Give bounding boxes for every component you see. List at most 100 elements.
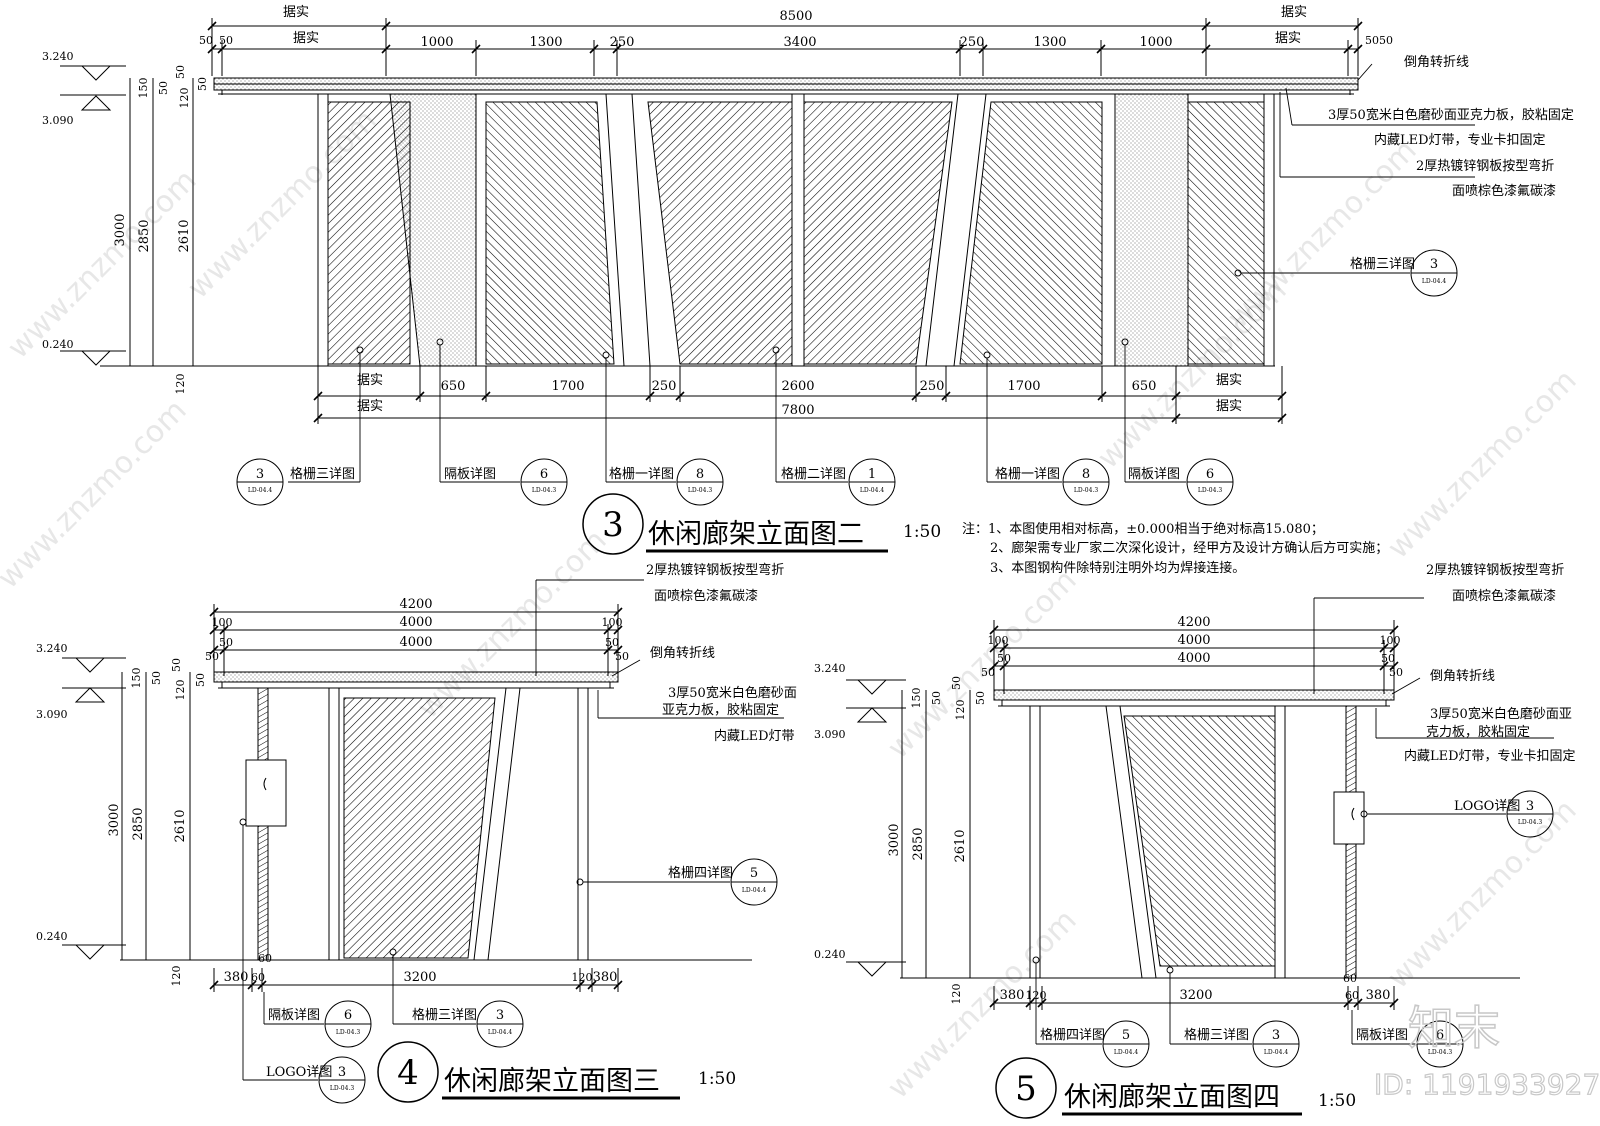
view-scale: 1:50 (903, 522, 941, 542)
dim-value: 120 (1026, 989, 1047, 1002)
elev-top: 3.240 (36, 642, 68, 655)
callout-ref: LD-04.4 (860, 487, 884, 494)
dim-value: 1300 (1033, 35, 1066, 50)
callout-label: 格栅一详图 (995, 466, 1060, 482)
dim-value: 120 (170, 966, 183, 987)
callout-label: 格栅三详图 (412, 1007, 477, 1023)
dim-value: 1700 (551, 379, 584, 394)
dim-value: 50 (174, 65, 187, 79)
view5-labels: 4200 100 4000 100 50 50 4000 50 50 3.240… (814, 562, 1576, 1113)
callout-num: 6 (344, 1008, 352, 1023)
dim-value: 150 (130, 668, 143, 689)
dim-value: 100 (212, 616, 233, 629)
dim-value: 120 (174, 680, 187, 701)
callout-ref: LD-04.4 (488, 1029, 512, 1036)
dim-total: 7800 (781, 403, 814, 418)
view-scale: 1:50 (698, 1069, 736, 1089)
elev-base: 0.240 (36, 930, 68, 943)
dim-value: 60 (1343, 972, 1357, 985)
view-number: 4 (397, 1053, 419, 1093)
watermark-text: www.znzmo.com (1, 163, 204, 366)
dim-value: 50 (1389, 666, 1403, 679)
dim-value: 2610 (173, 809, 188, 842)
callout-label: 格栅四详图 (668, 865, 733, 881)
dim-value: 4000 (1177, 633, 1210, 648)
annotation: 2厚热镀锌钢板按型弯折 (1416, 158, 1554, 174)
callout-num: 5 (1122, 1028, 1130, 1043)
brand-logo-text: 知末 (1408, 1001, 1500, 1055)
elev-mid: 3.090 (814, 728, 846, 741)
callout-label: 格栅三详图 (1350, 256, 1415, 272)
dim-value: 3200 (1179, 988, 1212, 1003)
dim-value: 60 (258, 952, 272, 965)
dim-value: 2850 (911, 827, 926, 860)
callout-num: 8 (696, 467, 704, 482)
dim-value: 50 (1365, 34, 1379, 47)
brand-watermark: 知末 ID: 1191933927 (1373, 1000, 1600, 1101)
dim-value: 50 (974, 691, 987, 705)
callout-num: 6 (1206, 467, 1214, 482)
callout-ref: LD-04.4 (248, 487, 272, 494)
elev-top: 3.240 (42, 50, 74, 63)
dim-value: 100 (602, 616, 623, 629)
annotation: 倒角转折线 (1430, 669, 1495, 684)
dim-value: 2610 (953, 829, 968, 862)
callout-label: LOGO详图 (1454, 799, 1520, 814)
dim-value: 50 (1381, 652, 1395, 665)
dim-value: 50 (199, 34, 213, 47)
dim-value: 3200 (403, 970, 436, 985)
annotation: 亚克力板，胶粘固定 (662, 702, 779, 718)
dim-value: 50 (950, 676, 963, 690)
dim-value: 4000 (399, 635, 432, 650)
annotation: 倒角转折线 (1404, 55, 1469, 70)
dim-value: 1000 (420, 35, 453, 50)
elev-base: 0.240 (42, 338, 74, 351)
callout-label: 隔板详图 (1356, 1028, 1408, 1043)
dim-value: 250 (920, 379, 945, 394)
annotation: 克力板，胶粘固定 (1426, 724, 1530, 740)
dim-label: 据实 (1216, 399, 1242, 414)
callout-num: 3 (338, 1065, 346, 1080)
dim-value: 4000 (1177, 651, 1210, 666)
callout-num: 5 (750, 866, 758, 881)
annotation: 2厚热镀锌钢板按型弯折 (646, 562, 784, 578)
view-scale: 1:50 (1318, 1091, 1356, 1111)
dim-value: 3000 (107, 803, 122, 836)
watermark-text: www.znzmo.com (411, 523, 614, 726)
note-line: 3、本图钢构件除特别注明外均为焊接连接。 (990, 560, 1245, 576)
view4-labels: 4200 100 4000 100 50 50 4000 50 50 3.240… (36, 562, 797, 1097)
dim-value: 60 (251, 971, 265, 984)
callout-ref: LD-04.3 (336, 1029, 360, 1036)
dim-value: 2610 (177, 219, 192, 252)
dim-value: 150 (137, 78, 150, 99)
callout-label: 格栅三详图 (290, 466, 355, 482)
dim-value: 50 (196, 77, 209, 91)
dim-value: 380 (1366, 988, 1391, 1003)
annotation: 2厚热镀锌钢板按型弯折 (1426, 562, 1564, 578)
dim-value: 380 (1000, 988, 1025, 1003)
annotation: 3厚50宽米白色磨砂面亚克力板，胶粘固定 (1328, 107, 1574, 123)
callout-ref: LD-04.3 (1198, 487, 1222, 494)
dim-value: 50 (605, 636, 619, 649)
general-notes: 注：1、本图使用相对标高，±0.000相当于绝对标高15.080； 2、廊架需专… (962, 521, 1388, 576)
callout-ref: LD-04.3 (532, 487, 556, 494)
view3-labels: 据实 8500 据实 50 50 据实 1000 1300 250 3400 2… (42, 5, 1574, 550)
dim-value: 2850 (137, 219, 152, 252)
note-line: 注：1、本图使用相对标高，±0.000相当于绝对标高15.080； (962, 521, 1324, 537)
dim-value: 380 (224, 970, 249, 985)
dim-label: 据实 (1275, 31, 1301, 46)
watermark-text: www.znzmo.com (1381, 793, 1584, 996)
callout-ref: LD-04.3 (1428, 1049, 1452, 1056)
dim-value: 1000 (1139, 35, 1172, 50)
callout-num: 3 (1526, 799, 1534, 814)
id-label: ID: 1191933927 (1374, 1068, 1600, 1101)
dim-label: 据实 (1281, 5, 1307, 20)
dim-value: 50 (930, 691, 943, 705)
callout-num: 3 (1430, 257, 1438, 272)
annotation: 面喷棕色漆氟碳漆 (1452, 588, 1556, 604)
dim-label: 据实 (1216, 373, 1242, 388)
callout-num: 6 (1436, 1028, 1444, 1043)
callout-ref: LD-04.3 (1518, 819, 1542, 826)
